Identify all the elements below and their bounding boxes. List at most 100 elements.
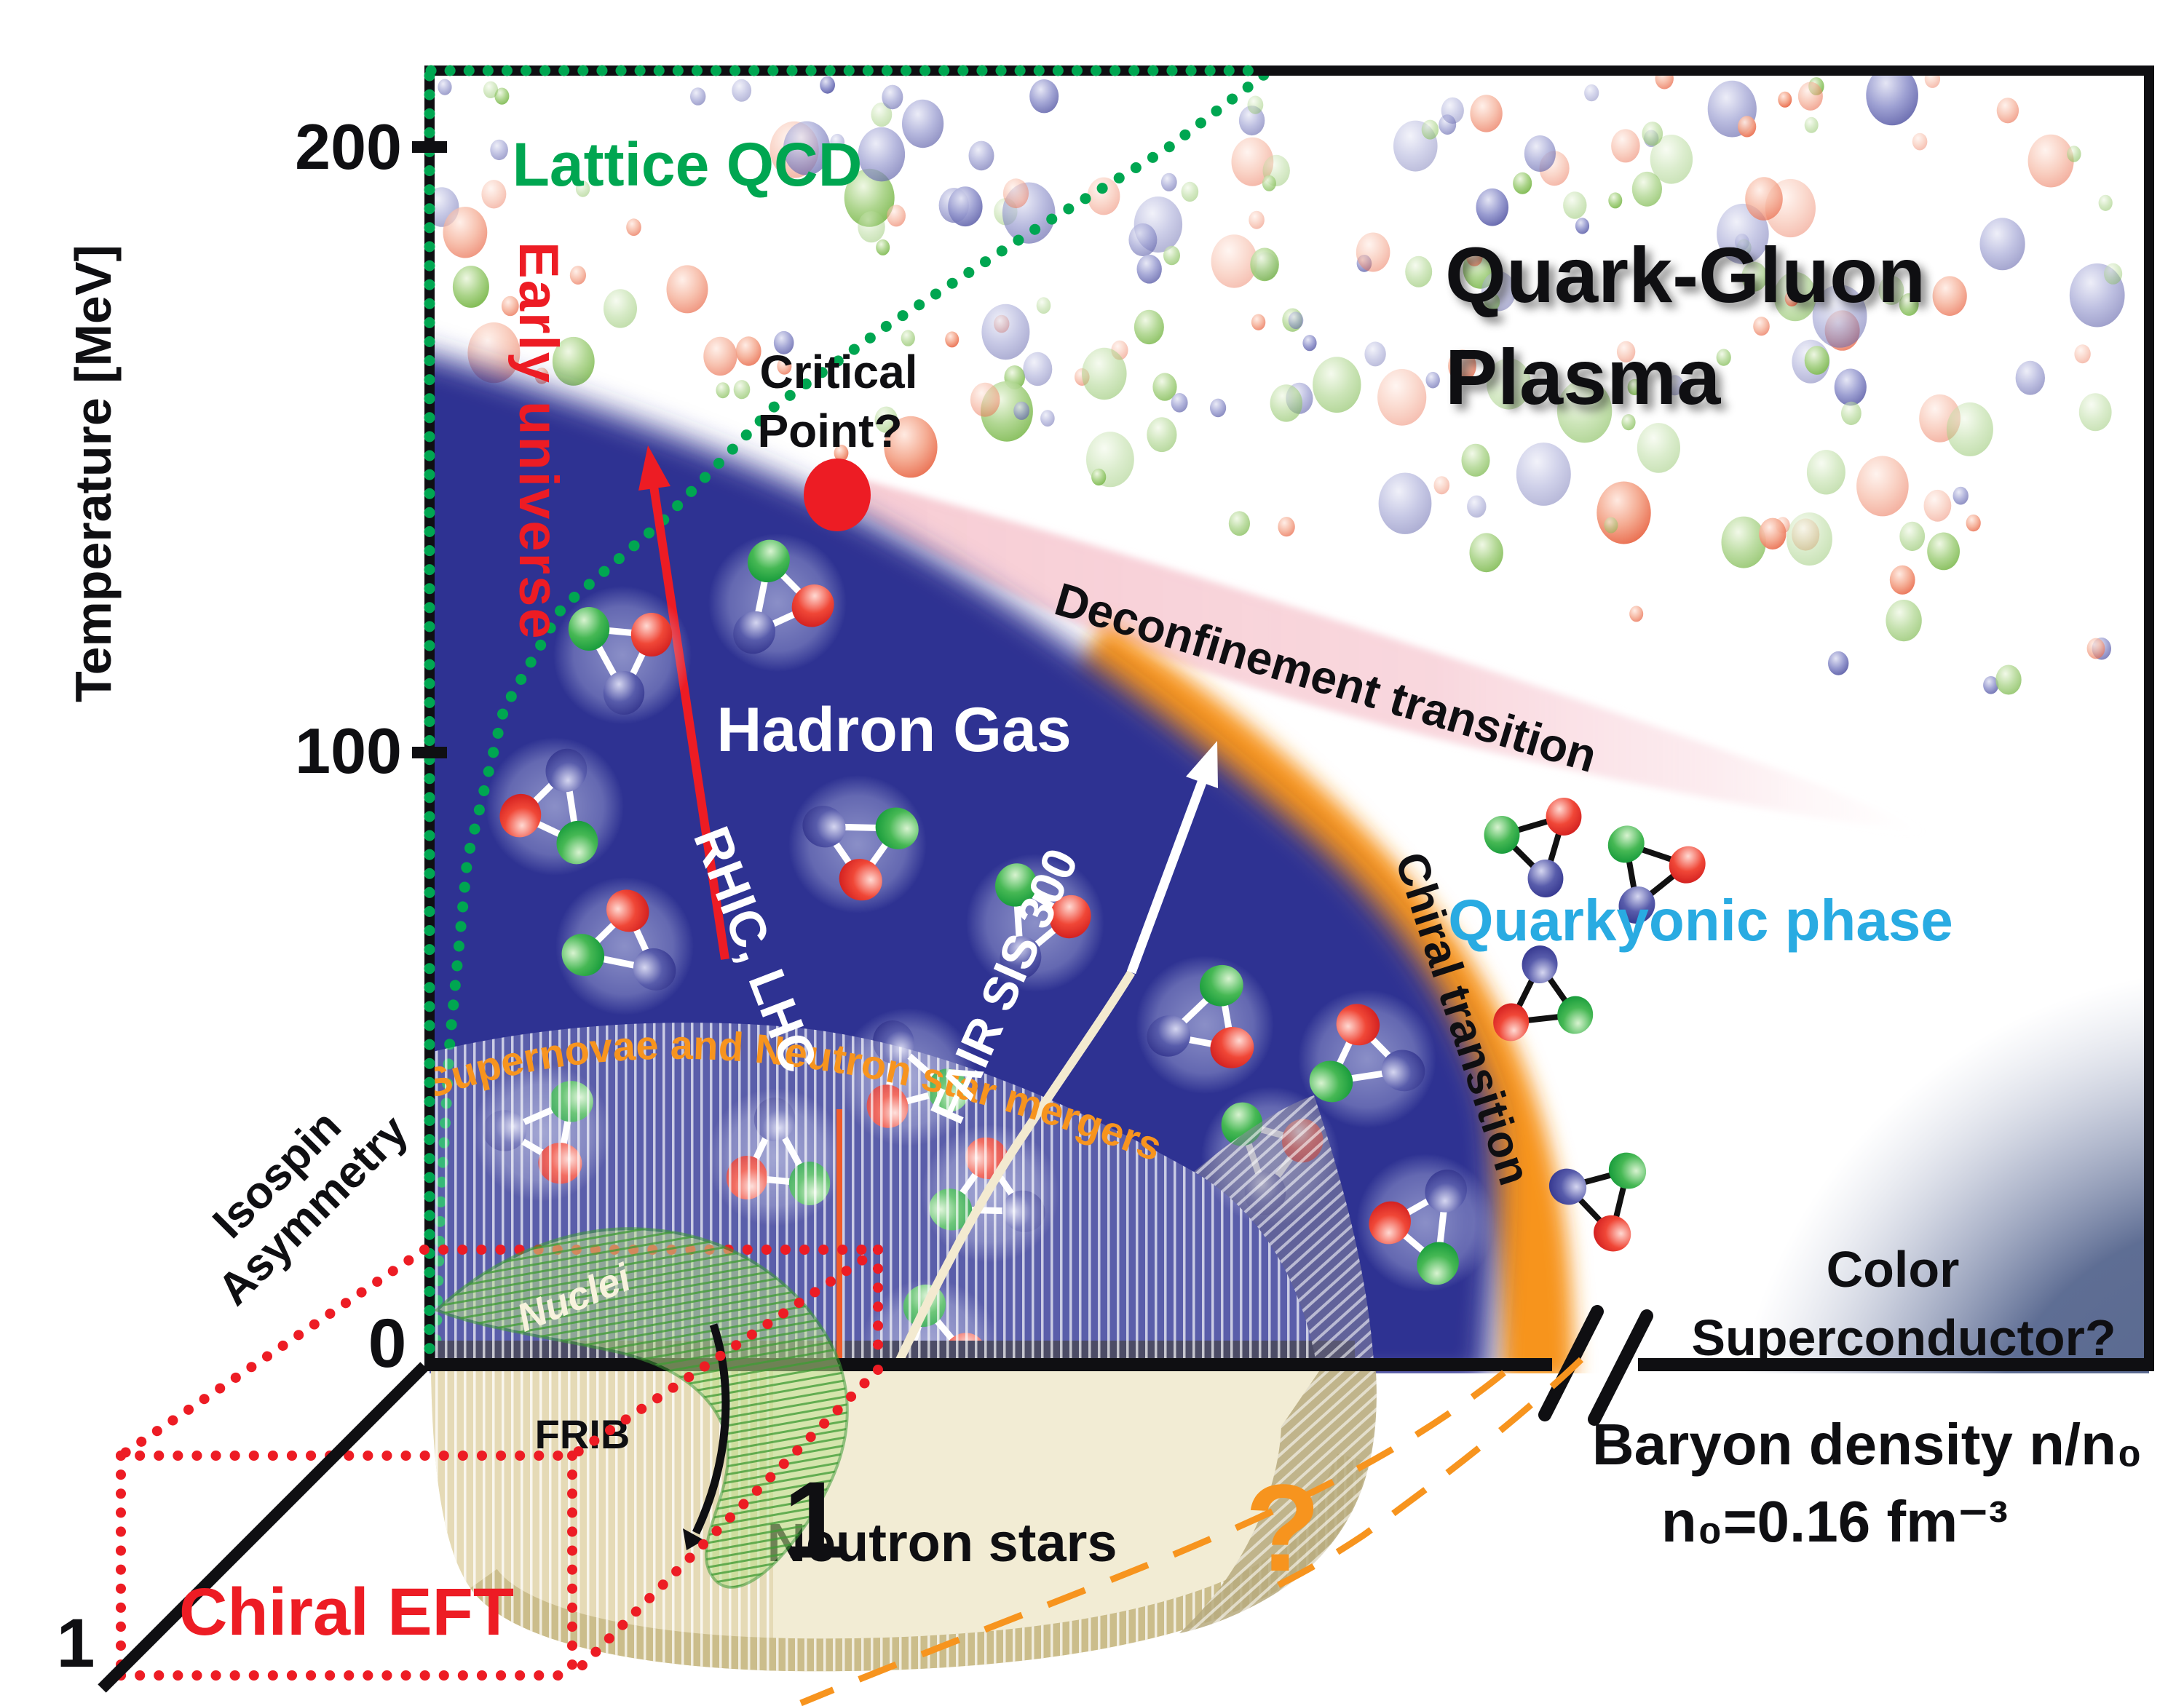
qgp-ball	[494, 87, 510, 105]
qgp-ball	[1716, 349, 1731, 366]
color-superconductor-label-1: Color	[1827, 1241, 1960, 1298]
tick-200	[412, 141, 447, 153]
qgp-ball	[1082, 347, 1127, 400]
qgp-ball	[1637, 423, 1680, 473]
qgp-ball	[1461, 443, 1490, 477]
hadron-cluster	[788, 775, 927, 913]
qgp-ball	[1983, 676, 1999, 694]
qgp-ball	[1152, 373, 1177, 401]
isospin-axis	[98, 1362, 429, 1693]
qgp-ball	[777, 357, 792, 375]
qgp-ball	[1889, 565, 1915, 595]
qgp-ball	[1812, 285, 1867, 348]
qgp-ball	[1484, 293, 1500, 312]
deconfinement-band	[841, 475, 1926, 833]
qgp-ball	[1036, 297, 1051, 314]
axis-break-slash-1	[1538, 1305, 1604, 1421]
qgp-ball	[1804, 116, 1819, 133]
qgp-ball	[1995, 664, 2022, 695]
qgp-ball	[1721, 516, 1766, 568]
qgp-ball	[1249, 210, 1265, 229]
qgp-ball	[1181, 181, 1199, 202]
qgp-ball	[490, 139, 508, 161]
qgp-ball	[716, 382, 730, 399]
qgp-ball	[1611, 129, 1640, 163]
qgp-ball	[1469, 533, 1503, 573]
tick-label-200: 200	[295, 111, 402, 183]
axis-break-slash-2	[1588, 1309, 1653, 1426]
qgp-ball	[1476, 188, 1509, 226]
qgp-ball	[887, 205, 906, 227]
qgp-ball	[773, 330, 794, 354]
qgp-ball	[1278, 517, 1295, 537]
qgp-ball	[1556, 379, 1613, 443]
qgp-ball	[1608, 192, 1623, 209]
question-mark-label: ?	[1245, 1459, 1321, 1598]
qgp-ball	[1666, 375, 1684, 396]
qgp-ball	[948, 186, 983, 227]
frib-arrow	[683, 1323, 730, 1550]
qgp-ball	[1806, 450, 1845, 495]
bottom-axis-right	[1638, 1358, 2154, 1371]
qgp-ball	[483, 81, 499, 98]
hadron-gas-label: Hadron Gas	[716, 695, 1071, 765]
qgp-ball	[1029, 79, 1059, 114]
quarkyonic-cluster	[1493, 945, 1594, 1042]
qgp-ball	[1828, 651, 1849, 675]
qgp-ball	[2074, 344, 2091, 364]
qgp-ball	[858, 127, 906, 182]
qgp-ball	[552, 336, 595, 386]
qgp-ball	[1584, 84, 1599, 102]
isospin-one-label: 1	[57, 1605, 95, 1682]
chiral-eft-box-dotted	[116, 1245, 883, 1681]
qgp-ball	[1621, 414, 1636, 431]
qgp-ball	[1133, 309, 1164, 345]
front-one-label: 1	[783, 1459, 844, 1581]
qgp-ball	[1425, 371, 1440, 389]
quarkyonic-clusters	[1484, 798, 1706, 1252]
qgp-ball	[1759, 517, 1787, 550]
qgp-ball	[732, 79, 752, 102]
hadron-cluster	[486, 737, 624, 876]
qgp-ball	[1378, 472, 1432, 534]
critical-point-label-1: Critical	[760, 346, 918, 398]
nuclei-region: Nuclei	[434, 1227, 849, 1589]
qgp-ball	[1717, 203, 1769, 264]
qgp-ball	[1160, 172, 1177, 191]
qgp-ball	[1247, 95, 1264, 114]
qgp-ball	[569, 266, 587, 285]
qgp-ball	[2067, 146, 2081, 162]
qgp-ball	[1856, 456, 1909, 517]
qgp-ball	[1405, 255, 1433, 287]
qgp-ball	[2015, 360, 2045, 395]
qgp-ball	[884, 416, 938, 478]
qgp-ball	[902, 99, 944, 148]
qgp-ball	[1364, 341, 1386, 367]
qgp-ball	[703, 336, 737, 376]
hadron-cluster	[553, 586, 692, 724]
qgp-ball	[1912, 132, 1928, 151]
qgp-ball	[1797, 82, 1823, 111]
hadron-cluster	[1136, 956, 1274, 1094]
qgp-ball	[1270, 384, 1303, 422]
qgp-ball	[2098, 194, 2113, 211]
qgp-ball	[452, 266, 489, 308]
qgp-ball	[1946, 402, 1993, 456]
qgp-ball	[882, 84, 903, 110]
qgp-ball	[968, 140, 994, 171]
lattice-qcd-label: Lattice QCD	[513, 130, 863, 199]
qgp-ball	[783, 121, 831, 175]
qgp-ball	[1377, 369, 1427, 426]
origin-zero-label: 0	[368, 1305, 407, 1382]
plot-area: Supernovae and Neutron star mergers Hadr…	[430, 71, 2149, 1373]
qgp-ball	[1563, 191, 1587, 219]
qgp-ball	[1087, 177, 1120, 215]
qgp-ball	[1091, 468, 1107, 486]
hadron-cluster	[966, 854, 1104, 992]
color-superconductor-region	[1739, 975, 2149, 1373]
qgp-ball	[1952, 486, 1969, 505]
qgp-ball	[1878, 275, 1904, 305]
qgp-title: Quark-Gluon Plasma	[1445, 231, 1926, 421]
qgp-ball	[1013, 401, 1030, 420]
qgp-ball	[1136, 254, 1162, 284]
